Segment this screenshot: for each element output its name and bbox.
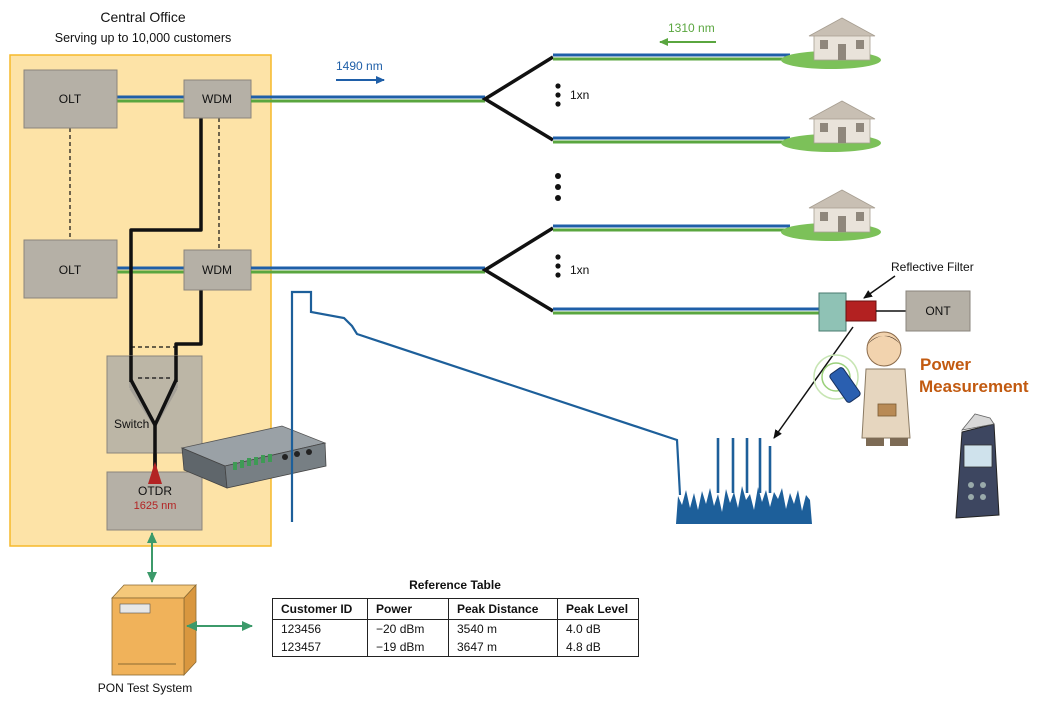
wdm-label-2: WDM: [202, 263, 232, 277]
power-measurement-line-2: Measurement: [919, 377, 1029, 396]
olt-box-2: OLT: [23, 239, 118, 299]
olt-label-1: OLT: [59, 92, 82, 106]
wdm-box-1: WDM: [183, 79, 252, 119]
technician-icon: [813, 331, 911, 446]
upstream-wavelength: 1310 nm: [668, 21, 715, 35]
otdr-reflection-peaks: [716, 438, 772, 493]
house-icon-1: [781, 17, 881, 69]
splitter-1: [481, 55, 554, 142]
central-office-subtitle: Serving up to 10,000 customers: [55, 31, 232, 45]
ont-box: ONT: [905, 290, 971, 332]
otdr-noise-floor: [676, 486, 812, 524]
wdm-box-2: WDM: [183, 249, 252, 291]
table-row: 123457 −19 dBm 3647 m 4.8 dB: [272, 638, 639, 657]
fiber-olt-wdm-2: [117, 266, 184, 274]
reflective-filter-pointer: [863, 275, 896, 299]
downstream-wavelength: 1490 nm: [336, 59, 383, 73]
column-header: Power: [367, 598, 449, 620]
reflective-filter-label: Reflective Filter: [891, 260, 974, 274]
power-meter-icon: [955, 413, 1000, 519]
otdr-label: OTDR: [138, 484, 172, 498]
splitter-1-ratio: 1xn: [570, 88, 589, 102]
splitter-2-ratio: 1xn: [570, 263, 589, 277]
feeder-fiber-1: [251, 95, 485, 103]
drop-fiber-2: [553, 136, 790, 144]
table-cell: 4.0 dB: [557, 619, 639, 638]
fiber-connector-box: [818, 292, 847, 332]
table-cell: 3647 m: [448, 638, 558, 657]
reference-table: Customer ID Power Peak Distance Peak Lev…: [272, 598, 639, 657]
central-office-title: Central Office: [100, 9, 186, 25]
switch-box: Switch: [106, 355, 203, 454]
drop-fiber-3: [553, 224, 790, 232]
feeder-fiber-2: [251, 266, 485, 274]
otdr-trace: [290, 290, 812, 524]
table-cell: −20 dBm: [367, 619, 449, 638]
olt-label-2: OLT: [59, 263, 82, 277]
table-cell: 3540 m: [448, 619, 558, 638]
table-cell: −19 dBm: [367, 638, 449, 657]
reference-table-caption: Reference Table: [409, 578, 501, 592]
switch-label: Switch: [114, 417, 149, 431]
splitter-2: [481, 226, 554, 313]
drop-fiber-1: [553, 53, 790, 61]
otdr-box: OTDR 1625 nm: [106, 453, 203, 531]
pon-test-system-icon: [111, 583, 197, 677]
pon-test-system-label: PON Test System: [98, 681, 192, 695]
fiber-olt-wdm-1: [117, 95, 184, 103]
column-header: Peak Distance: [448, 598, 558, 620]
table-cell: 4.8 dB: [557, 638, 639, 657]
wdm-label-1: WDM: [202, 92, 232, 106]
filter-peak-pointer: [773, 326, 854, 439]
table-cell: 123457: [272, 638, 368, 657]
splitter-2-dots: [555, 254, 561, 278]
column-header: Customer ID: [272, 598, 368, 620]
power-measurement-line-1: Power: [920, 355, 971, 374]
table-cell: 123456: [272, 619, 368, 638]
reflective-filter-box: [845, 300, 877, 322]
house-icon-3: [781, 189, 881, 241]
drop-fiber-4: [553, 307, 819, 315]
table-row: 123456 −20 dBm 3540 m 4.0 dB: [272, 619, 639, 638]
house-icon-2: [781, 100, 881, 152]
olt-box-1: OLT: [23, 69, 118, 129]
otdr-wavelength: 1625 nm: [134, 500, 177, 512]
ont-label: ONT: [925, 304, 951, 318]
more-branches-dots: [555, 173, 561, 201]
column-header: Peak Level: [557, 598, 639, 620]
splitter-1-dots: [555, 83, 561, 107]
reference-table-header-row: Customer ID Power Peak Distance Peak Lev…: [272, 598, 639, 620]
